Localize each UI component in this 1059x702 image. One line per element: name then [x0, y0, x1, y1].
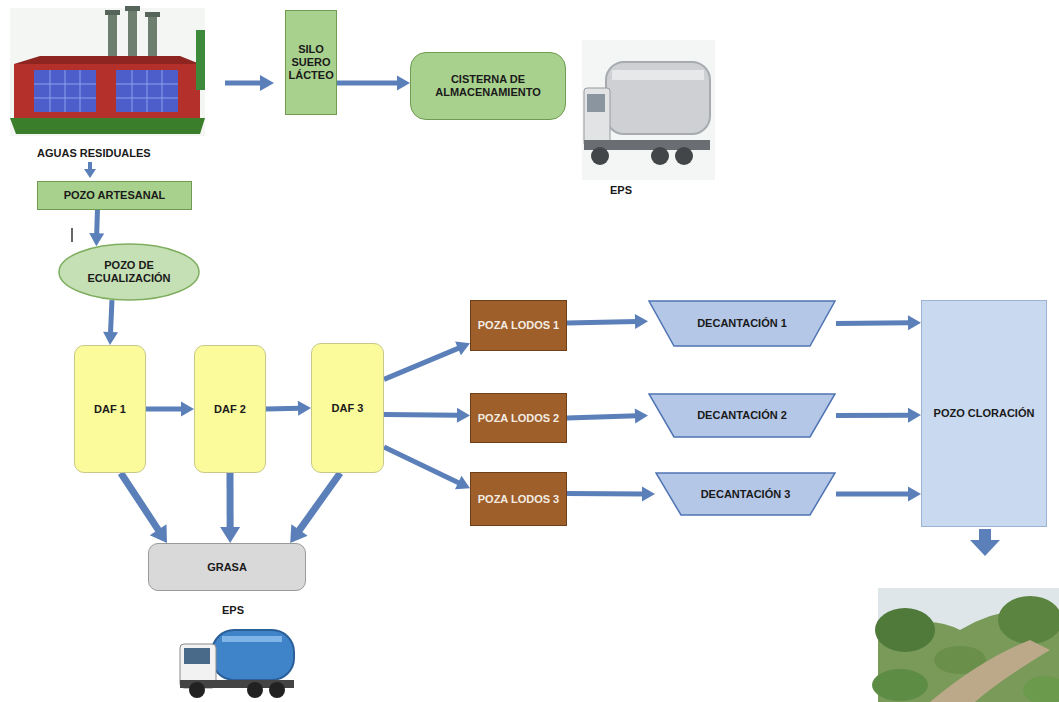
- node-text: POZA LODOS 3: [478, 493, 560, 506]
- flow-connector: [384, 408, 470, 423]
- settling-trapezoid: DECANTACIÓN 1: [648, 300, 836, 347]
- arrow-head: [220, 527, 240, 543]
- connector-line: [384, 447, 460, 483]
- connector-line: [836, 320, 910, 326]
- node-text: POZO CLORACIÓN: [934, 407, 1035, 420]
- stray-mark: [71, 228, 73, 242]
- flow-connector: [567, 314, 648, 329]
- connector-line: [384, 412, 459, 418]
- provider-label: EPS: [222, 604, 244, 617]
- node-text: DECANTACIÓN 2: [697, 409, 787, 422]
- flow-connector: [266, 401, 311, 416]
- arrow-head: [290, 524, 307, 543]
- node-text: GRASA: [207, 561, 247, 574]
- arrow-head: [908, 487, 921, 502]
- flow-connector: [89, 210, 104, 246]
- node-text: SILO SUERO LÁCTEO: [289, 43, 334, 82]
- settling-trapezoid: DECANTACIÓN 2: [648, 393, 836, 438]
- flow-connector: [290, 473, 340, 543]
- arrow-head: [455, 476, 470, 490]
- connector-line: [567, 321, 637, 323]
- flow-connector: [384, 447, 470, 489]
- flow-connector: [384, 341, 470, 379]
- arrow-head: [642, 486, 655, 501]
- connector-line: [337, 80, 399, 85]
- flow-connector: [337, 76, 410, 91]
- daf-box: DAF 2: [194, 345, 266, 473]
- node-text: POZO DE ECUALIZACIÓN: [82, 259, 177, 285]
- flow-connector: [567, 486, 655, 501]
- arrow-head: [298, 401, 311, 416]
- arrow-head: [455, 341, 470, 355]
- sludge-pond-box: POZA LODOS 3: [470, 472, 567, 526]
- tanker-truck-illustration: [582, 40, 715, 180]
- arrow-head: [150, 524, 167, 543]
- node-text: DAF 3: [332, 402, 364, 415]
- node-text: DAF 1: [94, 403, 126, 416]
- vacuum-truck-illustration: [180, 630, 294, 698]
- node-text: POZO ARTESANAL: [64, 189, 166, 202]
- flow-arrow: [84, 75, 1000, 556]
- arrow-head: [635, 408, 648, 423]
- node-text: DECANTACIÓN 3: [701, 488, 791, 501]
- sludge-pond-box: POZA LODOS 2: [470, 393, 567, 443]
- connector-line: [94, 210, 100, 235]
- node-text: DAF 2: [214, 403, 246, 416]
- arrow-head: [908, 408, 921, 423]
- connector-line: [121, 473, 159, 531]
- node-text: POZA LODOS 2: [478, 412, 560, 425]
- flow-connector: [836, 315, 921, 330]
- flow-connector: [836, 487, 921, 502]
- factory-illustration: [10, 6, 205, 136]
- connector-line: [567, 416, 637, 418]
- flow-connector: [220, 473, 240, 543]
- connector-line: [266, 406, 300, 412]
- flow-connector: [146, 402, 194, 417]
- arrow-head: [103, 332, 118, 345]
- daf-box: DAF 3: [311, 343, 384, 473]
- flow-connector: [103, 300, 118, 345]
- arrow-head: [457, 408, 470, 423]
- river-landscape-photo: [872, 588, 1059, 702]
- provider-label: EPS: [610, 184, 632, 197]
- connector-line: [567, 491, 644, 496]
- daf-box: DAF 1: [74, 345, 146, 473]
- connector-line: [836, 413, 910, 418]
- node-text: CISTERNA DE ALMACENAMIENTO: [430, 73, 547, 99]
- storage-box: CISTERNA DE ALMACENAMIENTO: [410, 52, 566, 120]
- well-box: POZO ARTESANAL: [37, 181, 192, 210]
- connector-line: [227, 473, 234, 529]
- connector-line: [836, 492, 910, 497]
- flow-connector: [567, 408, 648, 423]
- connector-line: [298, 473, 340, 532]
- flow-connector: [121, 473, 167, 543]
- equalization-ellipse: POZO DE ECUALIZACIÓN: [58, 243, 200, 301]
- arrow-head: [908, 315, 921, 330]
- connector-line: [146, 407, 183, 412]
- settling-trapezoid: DECANTACIÓN 3: [655, 472, 836, 516]
- connector-line: [110, 300, 111, 334]
- node-text: DECANTACIÓN 1: [697, 317, 787, 330]
- arrow-head: [181, 402, 194, 417]
- node-text: POZA LODOS 1: [478, 319, 560, 332]
- chlorination-box: POZO CLORACIÓN: [921, 300, 1047, 527]
- source-label: AGUAS RESIDUALES: [37, 147, 151, 160]
- sludge-pond-box: POZA LODOS 1: [470, 300, 567, 351]
- grease-box: GRASA: [148, 543, 306, 591]
- connector-line: [384, 348, 460, 380]
- flow-connector: [836, 408, 921, 423]
- silo-box: SILO SUERO LÁCTEO: [285, 10, 337, 115]
- arrow-head: [397, 76, 410, 91]
- arrow-head: [635, 314, 648, 329]
- arrow-head: [89, 233, 104, 246]
